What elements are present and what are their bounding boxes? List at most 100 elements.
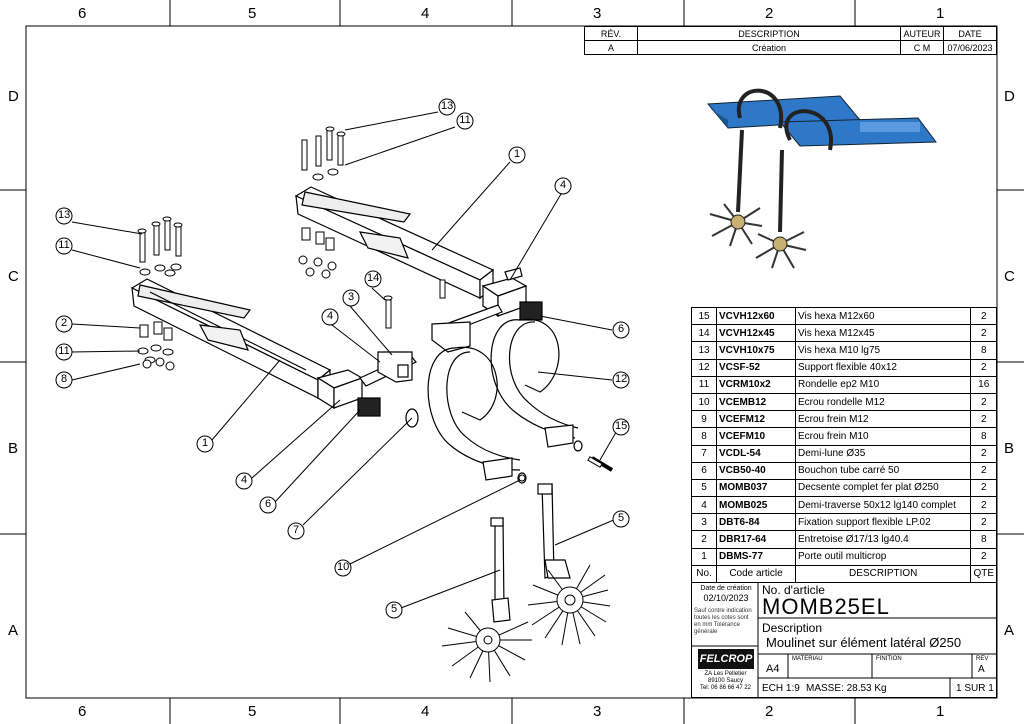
- bom-item-number: 9: [691, 410, 717, 429]
- balloon-label: 1: [201, 437, 209, 449]
- demi-traverse-left: [316, 351, 419, 428]
- bom-code: VCEMB12: [716, 392, 796, 412]
- address-line-1: ZA Les Pelletier: [704, 671, 747, 677]
- bom-quantity: 2: [970, 324, 997, 343]
- bom-item-number: 15: [691, 306, 717, 326]
- bom-item-number: 6: [691, 461, 717, 480]
- bom-item-number: 1: [691, 547, 717, 566]
- descente-right: [537, 483, 571, 579]
- bolts-right: [298, 126, 446, 299]
- bom-item-number: 3: [691, 513, 717, 532]
- bom-description: Demi-lune Ø35: [794, 444, 972, 463]
- revision-header-row: RÉV. DESCRIPTION AUTEUR DATE: [584, 26, 997, 41]
- bom-quantity: 8: [970, 341, 997, 360]
- bom-quantity: 2: [970, 496, 997, 515]
- rev-value: A: [978, 664, 985, 675]
- creation-label: Date de création: [700, 585, 752, 592]
- small-parts: [383, 295, 603, 482]
- bom-item-number: 13: [691, 341, 717, 360]
- address-line-2: 89100 Saucy: [707, 678, 744, 684]
- bom-code: VCVH12x60: [716, 306, 796, 326]
- bom-description: Vis hexa M12x45: [794, 324, 972, 343]
- leader-lines: [71, 111, 620, 609]
- balloon-label: 5: [390, 603, 398, 615]
- bom-description: Fixation support flexible LP.02: [794, 513, 972, 532]
- description-header: DESCRIPTION: [637, 26, 901, 41]
- zone-row-c-right: C: [1004, 268, 1015, 285]
- balloon-label: 10: [337, 561, 350, 573]
- bom-code: VCVH10x75: [716, 341, 796, 360]
- bom-description: Entretoise Ø17/13 lg40.4: [794, 530, 972, 549]
- bom-header-no: No.: [691, 564, 717, 584]
- balloon-11-lower: [55, 343, 73, 361]
- bom-item-number: 12: [691, 358, 717, 377]
- bolts-left: [137, 216, 183, 371]
- isometric-render: [706, 88, 937, 269]
- bom-quantity: 2: [970, 306, 997, 326]
- moulinet-left: [441, 611, 532, 683]
- tolerance-note: Sauf contre indication toutes les cotes …: [694, 608, 752, 635]
- bom-item-number: 5: [691, 478, 717, 498]
- rev-value: A: [584, 40, 638, 55]
- bom-item-number: 14: [691, 324, 717, 343]
- bom-item-number: 4: [691, 496, 717, 515]
- bom-header-qty: QTE: [970, 564, 997, 584]
- balloon-1-right: [508, 146, 526, 164]
- zone-row-a-right: A: [1004, 622, 1015, 639]
- bom-code: VCEFM12: [716, 410, 796, 429]
- balloon-4-left: [235, 472, 253, 490]
- zone-row-d-right: D: [1004, 88, 1015, 105]
- balloon-6-right: [612, 321, 630, 339]
- author-header: AUTEUR: [900, 26, 944, 41]
- finish-label: FINITION: [876, 656, 902, 662]
- bom-description: Vis hexa M10 lg75: [794, 341, 972, 360]
- bom-item-number: 2: [691, 530, 717, 549]
- bom-description: Demi-traverse 50x12 lg140 complet: [794, 496, 972, 515]
- bom-quantity: 8: [970, 530, 997, 549]
- balloon-label: 8: [60, 373, 68, 385]
- felcrop-logo: FELCROP: [698, 649, 754, 669]
- balloon-7: [287, 522, 305, 540]
- bom-code: DBT6-84: [716, 513, 796, 532]
- bom-code: VCEFM10: [716, 427, 796, 446]
- moulinet-right: [527, 564, 611, 646]
- balloon-label: 11: [58, 345, 70, 357]
- bom-description: Porte outil multicrop: [794, 547, 972, 566]
- zone-col-2-bottom: 2: [765, 703, 774, 720]
- bom-item-number: 8: [691, 427, 717, 446]
- bom-description: Rondelle ep2 M10: [794, 375, 972, 394]
- bom-code: VCB50-40: [716, 461, 796, 480]
- bom-code: VCDL-54: [716, 444, 796, 463]
- rev-label: REV: [976, 656, 989, 662]
- sheet-number: 1 SUR 1: [956, 683, 994, 694]
- balloon-14: [364, 270, 382, 288]
- zone-row-c: C: [8, 268, 19, 285]
- bom-code: DBMS-77: [716, 547, 796, 566]
- bom-quantity: 2: [970, 358, 997, 377]
- balloon-label: 11: [459, 114, 471, 126]
- balloon-label: 14: [367, 272, 380, 284]
- zone-col-1: 1: [936, 5, 945, 22]
- balloon-label: 1: [513, 148, 521, 160]
- bom-description: Vis hexa M12x60: [794, 306, 972, 326]
- revision-row: A Création C M 07/06/2023: [584, 40, 997, 55]
- porte-outil-right: [294, 186, 495, 300]
- porte-outil-left: [130, 278, 332, 400]
- bom-quantity: 2: [970, 461, 997, 480]
- balloon-4-mid: [321, 308, 339, 326]
- scale: ECH 1:9: [762, 683, 800, 694]
- description-value: Création: [637, 40, 901, 55]
- balloon-label: 13: [441, 100, 454, 112]
